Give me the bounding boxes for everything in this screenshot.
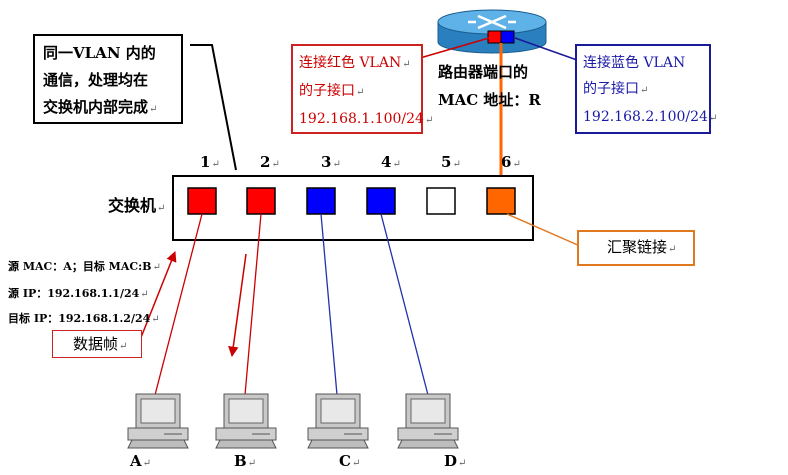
switch-port-6 <box>486 187 516 215</box>
frame-dst-ip: 目标 IP：192.168.1.2/24↵ <box>8 312 160 325</box>
link-port1-hostA <box>154 213 203 396</box>
port-number-1: 1↵ <box>200 153 220 171</box>
link-port3-hostC <box>320 213 338 396</box>
host-d-label: D↵ <box>444 452 467 470</box>
red-subif-pointer <box>419 37 490 59</box>
frame-arrow-up <box>139 251 177 341</box>
trunk-link-label: 汇聚链接↵ <box>577 230 695 266</box>
router-port-red <box>487 30 502 44</box>
note-vlan-line-3: 交换机内部完成↵ <box>43 98 158 116</box>
trunk-label-pointer <box>506 213 581 247</box>
blue-subif-pointer <box>514 37 578 61</box>
router-port-blue <box>500 30 515 44</box>
blue-subif-line-3: 192.168.2.100/24↵ <box>583 109 718 125</box>
frame-src-ip: 源 IP：192.168.1.1/24↵ <box>8 287 149 300</box>
switch-label: 交换机↵ <box>108 196 166 215</box>
link-port4-hostD <box>380 213 429 396</box>
switch-port-1 <box>187 187 217 215</box>
red-subif-line-1: 连接红色 VLAN↵ <box>299 55 411 71</box>
link-port2-hostB <box>244 213 262 396</box>
frame-src-mac: 源 MAC：A；目标 MAC:B↵ <box>8 260 161 273</box>
note-vlan-line-1: 同一VLAN 内的 <box>43 44 156 62</box>
host-c-label: C↵ <box>339 452 361 470</box>
data-frame-label: 数据帧↵ <box>52 330 142 358</box>
switch-port-5 <box>426 187 456 215</box>
port-number-6: 6↵ <box>501 153 521 171</box>
port-number-5: 5↵ <box>441 153 461 171</box>
port-number-3: 3↵ <box>321 153 341 171</box>
frame-arrow-down <box>228 253 247 358</box>
router-mac-line-2: MAC 地址：R <box>438 91 541 109</box>
port-number-2: 2↵ <box>260 153 280 171</box>
note-vlan-line-2: 通信，处理均在 <box>43 71 149 89</box>
host-a-label: A↵ <box>130 452 152 470</box>
blue-subif-line-2: 的子接口↵ <box>583 81 649 97</box>
blue-subif-line-1: 连接蓝色 VLAN <box>583 55 686 71</box>
port-number-4: 4↵ <box>381 153 401 171</box>
switch-port-4 <box>366 187 396 215</box>
router-mac-line-1: 路由器端口的 <box>438 63 529 81</box>
red-subif-line-2: 的子接口↵ <box>299 83 365 99</box>
host-a-computer-icon <box>127 393 189 449</box>
host-d-computer-icon <box>397 393 459 449</box>
switch-port-2 <box>246 187 276 215</box>
host-b-computer-icon <box>215 393 277 449</box>
red-subif-line-3: 192.168.1.100/24↵ <box>299 111 434 127</box>
blue-subinterface-note: 连接蓝色 VLAN 的子接口↵ 192.168.2.100/24↵ <box>575 44 718 134</box>
host-b-label: B↵ <box>234 452 257 470</box>
note-vlan-internal: 同一VLAN 内的 通信，处理均在 交换机内部完成↵ <box>33 34 183 124</box>
switch-port-3 <box>306 187 336 215</box>
router-mac-label: 路由器端口的 MAC 地址：R <box>438 58 541 114</box>
note-vlan-connector <box>190 44 237 171</box>
switch-body <box>172 175 534 241</box>
red-subinterface-note: 连接红色 VLAN↵ 的子接口↵ 192.168.1.100/24↵ <box>291 44 434 134</box>
host-c-computer-icon <box>307 393 369 449</box>
